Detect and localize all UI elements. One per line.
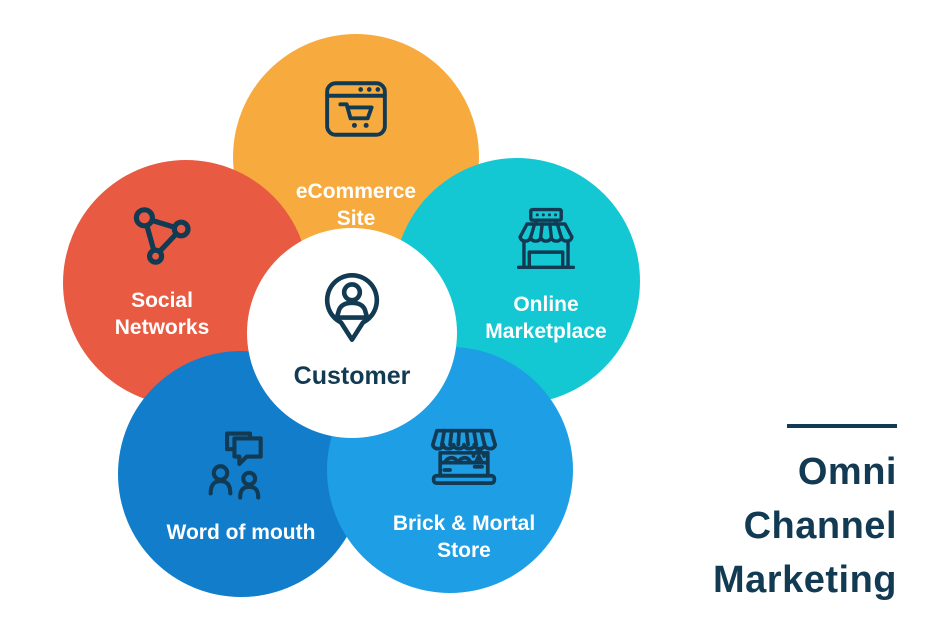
browser-cart-icon [317, 70, 395, 148]
label-line: Online [513, 293, 579, 316]
title-divider [787, 424, 897, 428]
title-block: Omni Channel Marketing [713, 424, 897, 607]
label-line: Marketplace [485, 320, 607, 343]
customer-label: Customer [293, 361, 411, 390]
title-line-channel: Channel [743, 505, 897, 547]
customer-pin-icon [306, 267, 398, 359]
title-line-marketing: Marketing [713, 559, 897, 601]
channel-content: Word of mouth [167, 427, 316, 546]
label-line: Social [131, 289, 193, 312]
channel-label: Word of mouth [167, 519, 316, 546]
center-customer-circle: Customer [247, 228, 457, 438]
label-line: Brick & Mortal [392, 512, 536, 535]
label-line: Site [336, 207, 376, 230]
label-line: Store [437, 539, 491, 562]
storefront-icon [508, 205, 584, 281]
market-stall-icon [423, 420, 505, 502]
people-chat-icon [200, 427, 282, 509]
label-line: eCommerce [295, 180, 417, 203]
label-line: Networks [114, 316, 210, 339]
center-content: Customer [293, 267, 411, 392]
label-line: Word of mouth [166, 520, 316, 544]
share-network-icon [122, 197, 202, 277]
title-line-omni: Omni [797, 451, 897, 493]
